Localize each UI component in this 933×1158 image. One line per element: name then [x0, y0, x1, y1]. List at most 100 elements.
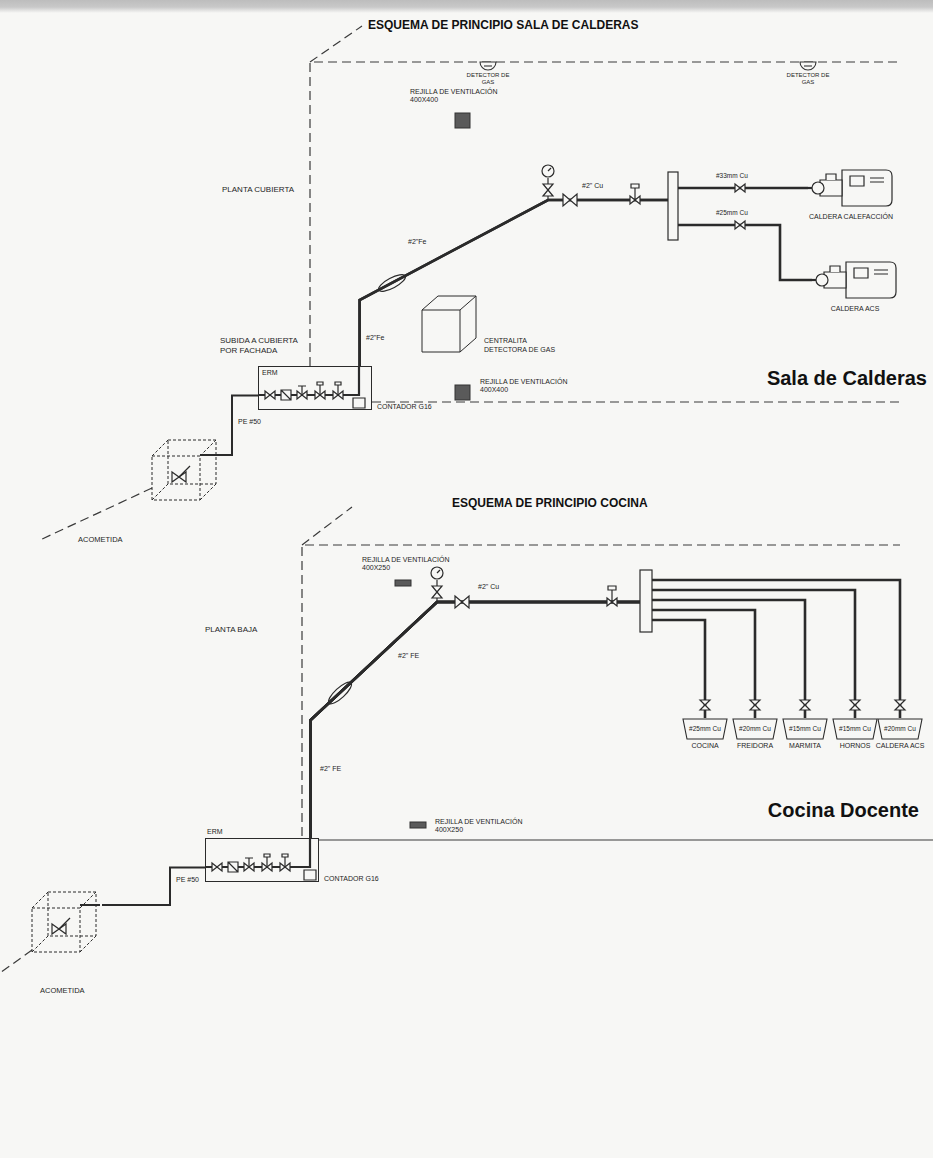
section-caption: Sala de Calderas: [767, 366, 927, 390]
floor-line: [319, 839, 933, 840]
ball-valve: [212, 863, 222, 871]
ball-valve: [700, 700, 710, 710]
gas-boiler: [812, 258, 898, 302]
vent-grille-label: REJILLA DE VENTILACIÓN 400X400: [480, 378, 570, 395]
floor-label: PLANTA BAJA: [205, 625, 257, 635]
pipe-size: #25mm Cu: [689, 725, 721, 733]
gas-meter: [304, 870, 316, 880]
pressure-gauge: [437, 570, 440, 573]
connection-box: [32, 908, 80, 952]
burner: [830, 266, 840, 272]
ball-valve: [280, 863, 290, 871]
gas-pipe: [220, 396, 258, 455]
pipe-size: #2"Fe: [366, 334, 384, 342]
gas-filter: [281, 390, 291, 400]
appliance-box: #15mm Cu: [782, 718, 828, 740]
appliance-outline: [783, 719, 827, 739]
appliance-outline: [878, 719, 922, 739]
gauge-valve: [543, 184, 553, 196]
boiler: CALDERA CALEFACCIÓN: [808, 166, 894, 221]
gas-appliance: #20mm CuFREIDORA: [732, 718, 778, 750]
valve-handle: [608, 586, 616, 590]
node-label: COCINA: [691, 742, 718, 750]
room-outline: [0, 26, 900, 973]
pipe-size: #2" FE: [398, 652, 419, 660]
node-label: HORNOS: [840, 742, 871, 750]
gas-detector: [804, 65, 812, 66]
pipe-size: PE #50: [238, 418, 261, 426]
gas-pipe: [102, 868, 205, 905]
node-label: CALDERA ACS: [876, 742, 925, 750]
burner-fan: [816, 274, 828, 286]
node-label: ERM: [207, 828, 223, 836]
gas-appliance: #25mm Cu COCINA: [682, 718, 728, 750]
pipe-size: #2" Cu: [582, 182, 603, 190]
burner: [826, 174, 836, 180]
wall-sleeve: [326, 679, 355, 707]
pressure-regulator: [297, 391, 307, 399]
heading-leader: [310, 26, 362, 62]
gas-detector-panel: [422, 296, 476, 310]
gas-pipe: [200, 454, 220, 456]
gas-detector-panel: CENTRALITA DETECTORA DE GAS: [420, 290, 558, 354]
node-label: CALDERA CALEFACCIÓN: [809, 213, 893, 221]
gas-pipe: [311, 602, 705, 838]
pipe-size: #2" Cu: [478, 583, 499, 591]
room-outline: [310, 62, 900, 366]
gas-manifold: [640, 570, 652, 632]
pressure-gauge: [431, 567, 443, 579]
connection-box: [32, 892, 96, 952]
main-valve: [455, 596, 469, 608]
gas-detector: [484, 65, 492, 66]
schematic-heading: ESQUEMA DE PRINCIPIO COCINA: [452, 496, 648, 510]
vent-grille: [455, 385, 470, 400]
floor-label: PLANTA CUBIERTA: [222, 185, 294, 195]
gas-detector: [480, 62, 496, 70]
gas-detector-panel: [420, 290, 480, 354]
appliance-box: #25mm Cu: [682, 718, 728, 740]
vent-grille-label: REJILLA DE VENTILACIÓN 400X250: [362, 556, 452, 573]
ball-valve: [735, 221, 745, 229]
gas-detector-panel: [460, 296, 476, 352]
vent-grille: [410, 822, 426, 828]
riser-note: SUBIDA A CUBIERTA POR FACHADA: [220, 336, 304, 355]
appliance-outline: [683, 719, 727, 739]
pipe-size: #25mm Cu: [716, 209, 748, 217]
connection-box: [152, 456, 200, 500]
boiler-body: [842, 170, 892, 206]
service-connection: ACOMETIDA: [22, 890, 102, 995]
appliance-box: #20mm Cu: [877, 718, 923, 740]
gas-appliance: #15mm CuHORNOS: [832, 718, 878, 750]
regulator-meter-set: [206, 839, 317, 880]
boiler: CALDERA ACS: [812, 258, 898, 313]
regulator-meter-box: ERMCONTADOR G16: [258, 366, 372, 410]
gas-meter: [353, 398, 365, 408]
wall-sleeve: [376, 272, 407, 295]
room-outline: [302, 545, 900, 836]
valves: [431, 165, 905, 710]
appliance-box: #20mm Cu: [732, 718, 778, 740]
node-label: ACOMETIDA: [40, 986, 85, 995]
control-panel: [854, 268, 868, 278]
gas-boiler: [808, 166, 894, 210]
control-panel: [850, 176, 864, 186]
pressure-gauge: [542, 165, 554, 177]
gas-appliance: #15mm CuMARMITA: [782, 718, 828, 750]
gas-pipe: [80, 904, 100, 906]
vent-grille-label: REJILLA DE VENTILACIÓN 400X400: [410, 88, 500, 105]
ball-valve: [850, 700, 860, 710]
detector-label: DETECTOR DE GAS: [466, 72, 510, 86]
pipe-size: #2" FE: [320, 765, 341, 773]
node-label: CALDERA ACS: [831, 305, 880, 313]
node-label: CONTADOR G16: [377, 403, 432, 411]
boiler-body: [874, 270, 888, 274]
safety-valve: [315, 391, 325, 399]
pipe-size: PE #50: [176, 876, 199, 884]
gas-filter: [228, 862, 238, 872]
service-connection-box: [150, 438, 220, 502]
gas-pipe: [311, 600, 805, 838]
pipe-size: #20mm Cu: [884, 725, 916, 733]
ball-valve: [607, 598, 617, 606]
